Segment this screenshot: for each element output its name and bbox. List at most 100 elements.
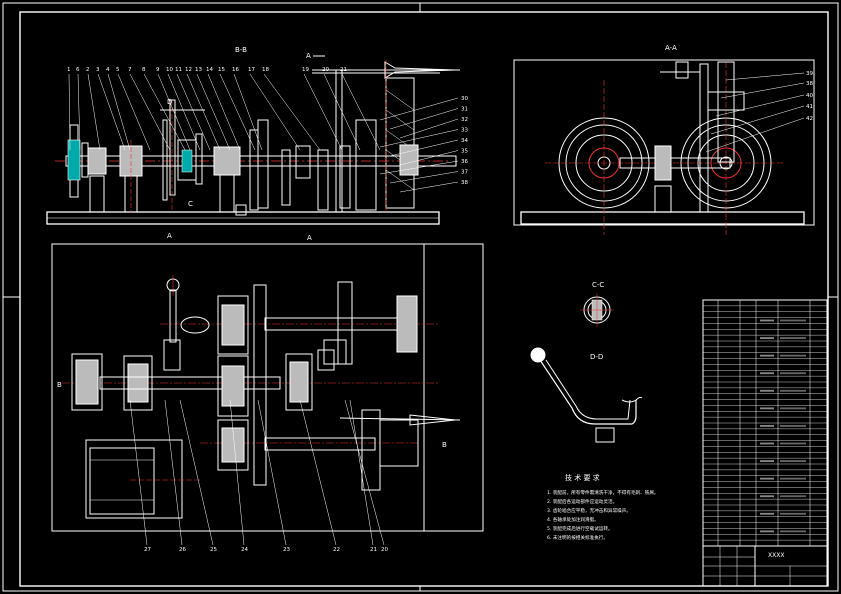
balloon-label: 12 [185,67,192,73]
parts-cell-text [760,389,774,392]
leader-line [129,73,171,151]
balloon-label: 22 [333,547,340,553]
parts-cell-text [760,372,774,375]
tech-note-line: 6. 未注明的按相关标准执行。 [547,534,608,541]
leader-line [186,73,221,151]
balloon-label: 36 [461,159,468,165]
marker-a-bottom-left: A [167,232,172,240]
balloon-label: 37 [461,170,468,176]
balloon-label: 11 [175,67,182,73]
parts-cell-text [760,530,774,533]
view-section-dd: D-D [530,347,643,443]
parts-cell-text [780,372,806,375]
leader-line [176,73,211,151]
section-bb-label: B-B [235,46,247,54]
balloon-label: 25 [210,547,217,553]
leader-line [303,73,343,151]
leader-line [379,97,459,121]
balloon-label: 13 [195,67,202,73]
title-block: XXXX [702,545,828,587]
leader-line [207,73,241,151]
balloon-label: 21 [340,67,347,73]
parts-cell-text [760,512,774,515]
leader-line [257,399,287,546]
marker-a-bottom-right: A [307,234,312,242]
leader-line [143,73,186,151]
leader-line [196,73,231,151]
marker-b-right: B [442,441,447,449]
leader-line [77,73,81,151]
leader-line [299,399,337,546]
balloon-label: 30 [461,96,468,102]
balloon-label: 38 [461,180,468,186]
marker-b-left: B [57,381,62,389]
leader-line [389,108,459,130]
marker-c: C [188,200,193,208]
leader-line [399,118,459,139]
leader-line [164,399,183,546]
technical-requirements: 技 术 要 求 1. 装配前，所有零件需清洗干净，不得有毛刺、铁屑。 2. 装配后… [547,473,659,541]
balloon-label: 20 [381,547,388,553]
balloon-label: 20 [322,67,329,73]
balloon-label: 9 [156,67,160,73]
parts-cell-text [760,319,774,322]
leader-line [344,399,385,546]
tech-notes-title: 技 术 要 求 [565,473,600,482]
parts-cell-text [780,460,806,462]
balloon-label: 15 [218,67,225,73]
leader-line [710,105,805,135]
leader-line [87,73,101,151]
leader-line [179,399,214,546]
balloon-label: 39 [806,71,813,77]
parts-cell-text [760,407,774,410]
balloon-label: 7 [128,67,132,73]
parts-cell-text [780,407,806,410]
leader-line [117,73,151,151]
balloon-label: 31 [461,107,468,113]
leader-line [249,73,301,151]
balloon-label: 2 [86,67,90,73]
leader-line [97,73,126,151]
balloon-label: 41 [806,104,813,110]
tech-note-line: 1. 装配前，所有零件需清洗干净，不得有毛刺、铁屑。 [547,489,659,496]
parts-cell-text [780,319,806,322]
parts-list-rows [703,305,827,541]
parts-cell-text [780,530,806,533]
parts-cell-text [760,425,774,427]
balloon-label: 10 [166,67,173,73]
balloon-label: 38 [806,81,813,87]
tech-notes-list: 1. 装配前，所有零件需清洗干净，不得有毛刺、铁屑。 2. 装配后各运动部件应运动… [547,489,659,541]
balloon-label: 24 [241,547,248,553]
leader-line [379,129,459,148]
balloon-label: 8 [142,67,146,73]
leader-line [705,117,805,153]
balloon-label: 34 [461,138,468,144]
balloon-label: 6 [76,67,80,73]
parts-cell-text [760,337,774,339]
parts-cell-text [780,512,806,515]
tech-note-line: 5. 装配完成后进行空载试运转。 [547,525,613,532]
balloon-label: 26 [179,547,186,553]
parts-list [702,299,828,547]
section-aa-label: A-A [665,44,677,52]
leader-line [715,94,805,117]
tech-note-line: 2. 装配后各运动部件应运动灵活。 [547,498,617,505]
parts-cell-text [760,442,774,445]
balloon-label: 27 [144,547,151,553]
balloon-label: 5 [116,67,120,73]
leader-line [233,73,263,151]
leader-line [157,73,191,151]
parts-cell-text [760,460,774,462]
balloon-label: 14 [206,67,213,73]
leader-line [341,73,381,151]
parts-cell-text [760,477,774,480]
balloon-label: 19 [302,67,309,73]
balloon-label: 16 [232,67,239,73]
balloon-label: 42 [806,116,813,122]
balloon-label: 3 [96,67,100,73]
balloon-label: 18 [262,67,269,73]
tech-note-line: 3. 齿轮啮合应平稳，无冲击和异常噪声。 [547,507,631,514]
balloon-label: 23 [283,547,290,553]
